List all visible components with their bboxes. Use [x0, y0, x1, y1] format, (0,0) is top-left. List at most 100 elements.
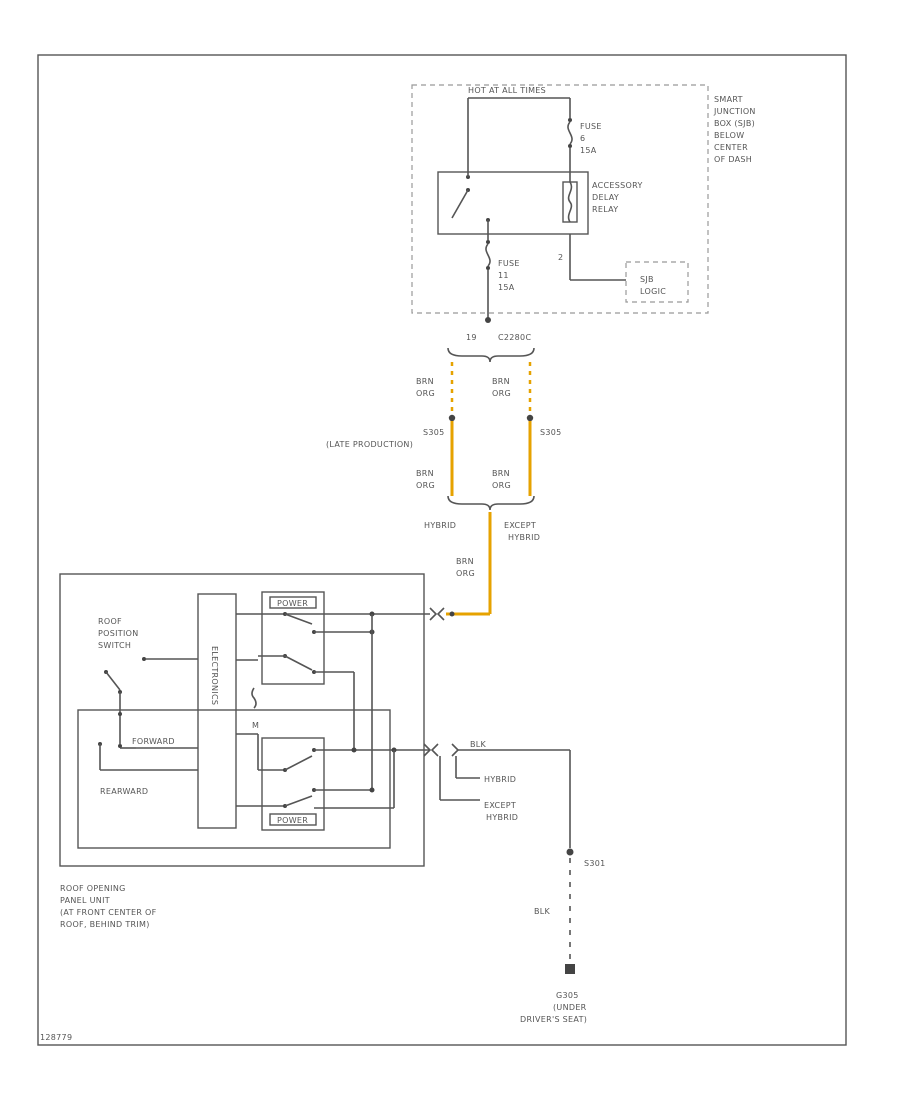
ground-g305-label: G305 (UNDER DRIVER'S SEAT): [520, 991, 587, 1024]
roof-unit-title: ROOF OPENING PANEL UNIT (AT FRONT CENTER…: [60, 884, 157, 929]
accessory-delay-relay-box: [437, 171, 589, 235]
svg-text:BELOW: BELOW: [714, 131, 744, 140]
sjb-title: SMART JUNCTION BOX (SJB) BELOW CENTER OF…: [713, 95, 756, 164]
svg-text:SWITCH: SWITCH: [98, 641, 131, 650]
svg-text:HYBRID: HYBRID: [508, 533, 540, 542]
figure-id: 128779: [40, 1033, 72, 1042]
svg-text:SMART: SMART: [714, 95, 743, 104]
wire-color-label-left-upper: BRN ORG: [416, 377, 435, 398]
lower-relay-contacts: [236, 733, 430, 809]
svg-text:BRN: BRN: [456, 557, 474, 566]
relay-coil-icon: [562, 172, 578, 223]
svg-text:DRIVER'S SEAT): DRIVER'S SEAT): [520, 1015, 587, 1024]
lower-power-relay-box: [261, 737, 325, 831]
motor-m-label: M: [252, 721, 259, 730]
unit-connector-bottom: [423, 743, 460, 757]
connector-name-label: C2280C: [498, 333, 531, 342]
accessory-delay-relay-label: ACCESSORY DELAY RELAY: [592, 181, 643, 214]
splice-left-label: S305: [423, 428, 445, 437]
svg-text:BRN: BRN: [492, 469, 510, 478]
fuse-6: [567, 118, 573, 148]
svg-text:ROOF, BEHIND TRIM): ROOF, BEHIND TRIM): [60, 920, 150, 929]
ground-except-hybrid-label: EXCEPT HYBRID: [484, 801, 518, 822]
roof-position-switch-label: ROOF POSITION SWITCH: [98, 617, 139, 650]
upper-power-label-box: [269, 596, 317, 609]
upper-relay-contacts: [236, 611, 430, 790]
svg-text:ORG: ORG: [456, 569, 475, 578]
svg-text:ORG: ORG: [416, 481, 435, 490]
wire-color-label-main: BRN ORG: [456, 557, 475, 578]
connector-c2280c: [447, 347, 535, 363]
wire-color-label-right-lower: BRN ORG: [492, 469, 511, 490]
svg-text:BRN: BRN: [416, 377, 434, 386]
upper-power-relay-box: [261, 591, 325, 685]
svg-text:ORG: ORG: [492, 389, 511, 398]
pin-2-label: 2: [558, 253, 563, 262]
sjb-logic-label: SJB LOGIC: [640, 275, 666, 296]
svg-text:ACCESSORY: ACCESSORY: [592, 181, 643, 190]
svg-text:(AT FRONT CENTER OF: (AT FRONT CENTER OF: [60, 908, 157, 917]
connector-pin-label: 19: [466, 333, 477, 342]
sjb-enclosure: [411, 84, 709, 314]
svg-text:EXCEPT: EXCEPT: [484, 801, 516, 810]
splice-s301-label: S301: [584, 859, 606, 868]
svg-text:SJB: SJB: [640, 275, 654, 284]
svg-text:HYBRID: HYBRID: [486, 813, 518, 822]
electronics-label: ELECTRONICS: [210, 646, 219, 705]
upper-power-label: POWER: [277, 599, 308, 608]
fuse-6-label: FUSE 6 15A: [580, 122, 602, 155]
svg-text:G305: G305: [556, 991, 579, 1000]
splice-left-dot: [448, 414, 456, 422]
roof-unit-inner-box: [77, 709, 391, 849]
svg-text:15A: 15A: [498, 283, 515, 292]
variant-brace: [447, 495, 535, 511]
ground-hybrid-label: HYBRID: [484, 775, 516, 784]
splice-left-note: (LATE PRODUCTION): [326, 440, 413, 449]
roof-position-switch: [98, 657, 198, 771]
svg-text:PANEL UNIT: PANEL UNIT: [60, 896, 110, 905]
hot-at-all-times-label: HOT AT ALL TIMES: [468, 86, 546, 95]
svg-text:11: 11: [498, 271, 509, 280]
splice-right-label: S305: [540, 428, 562, 437]
unit-connector-top: [429, 607, 455, 621]
svg-text:FUSE: FUSE: [498, 259, 520, 268]
svg-text:ORG: ORG: [492, 481, 511, 490]
motor-symbol-icon: [251, 687, 257, 709]
svg-text:ROOF OPENING: ROOF OPENING: [60, 884, 126, 893]
fuse-11: [485, 240, 491, 270]
splice-s301-dot: [566, 848, 574, 856]
variant-hybrid-label: HYBRID: [424, 521, 456, 530]
ground-g305-terminal: [565, 964, 575, 974]
svg-text:BRN: BRN: [416, 469, 434, 478]
svg-text:(UNDER: (UNDER: [553, 1003, 587, 1012]
svg-text:BOX (SJB): BOX (SJB): [714, 119, 755, 128]
svg-text:POSITION: POSITION: [98, 629, 139, 638]
svg-text:FUSE: FUSE: [580, 122, 602, 131]
forward-label: FORWARD: [132, 737, 175, 746]
wire-color-label-left-lower: BRN ORG: [416, 469, 435, 490]
svg-text:15A: 15A: [580, 146, 597, 155]
splice-right-dot: [526, 414, 534, 422]
roof-unit-outer-box: [59, 573, 425, 867]
svg-text:6: 6: [580, 134, 585, 143]
fuse-11-label: FUSE 11 15A: [498, 259, 520, 292]
svg-text:BRN: BRN: [492, 377, 510, 386]
variant-except-hybrid-label: EXCEPT HYBRID: [504, 521, 540, 542]
svg-text:ROOF: ROOF: [98, 617, 122, 626]
svg-text:CENTER: CENTER: [714, 143, 748, 152]
svg-text:OF DASH: OF DASH: [714, 155, 752, 164]
sjb-output-terminal: [485, 317, 491, 323]
svg-text:ORG: ORG: [416, 389, 435, 398]
wire-blk-label-bottom: BLK: [534, 907, 551, 916]
relay-contact: [451, 172, 490, 222]
svg-text:EXCEPT: EXCEPT: [504, 521, 536, 530]
rearward-label: REARWARD: [100, 787, 148, 796]
wire-blk-label-top: BLK: [470, 740, 487, 749]
svg-text:RELAY: RELAY: [592, 205, 619, 214]
lower-power-label-box: [269, 813, 317, 826]
sjb-logic-box: [625, 261, 689, 303]
svg-text:DELAY: DELAY: [592, 193, 619, 202]
wire-color-label-right-upper: BRN ORG: [492, 377, 511, 398]
svg-text:JUNCTION: JUNCTION: [713, 107, 756, 116]
